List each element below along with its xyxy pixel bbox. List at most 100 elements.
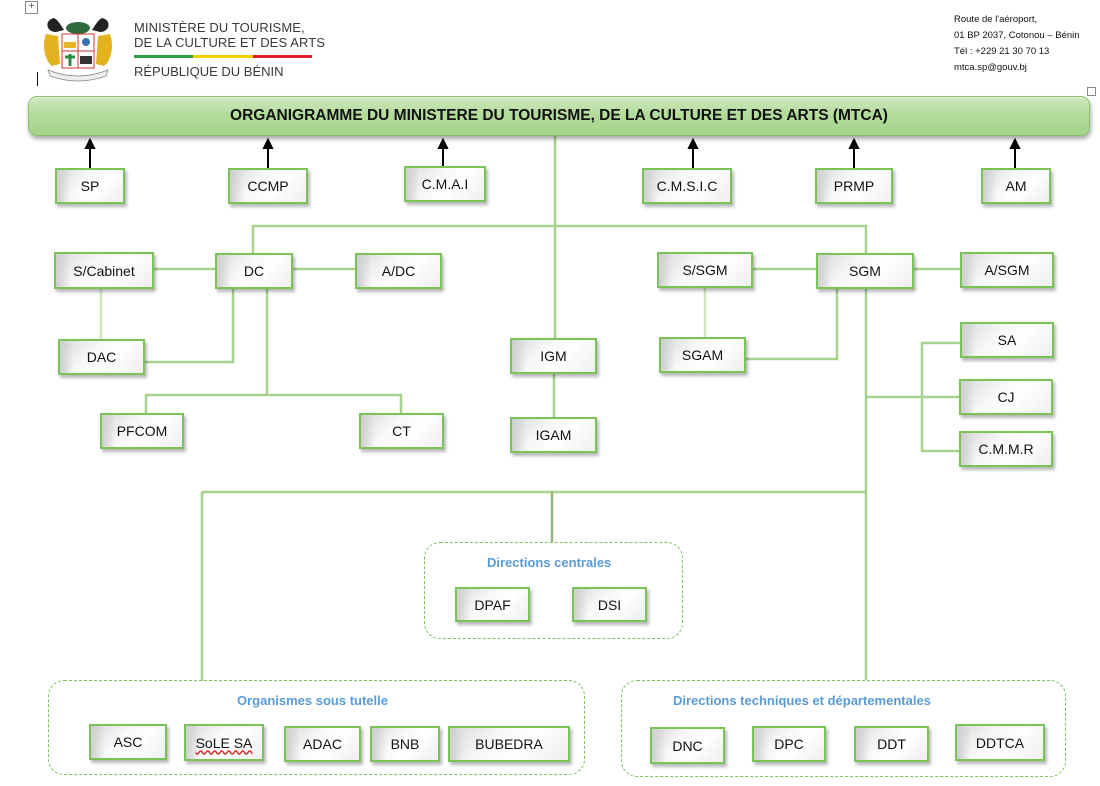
text-cursor — [37, 72, 38, 86]
unit-label: DDTCA — [975, 734, 1025, 751]
unit-box-dpaf[interactable]: DPAF — [455, 587, 530, 622]
unit-label: SGAM — [681, 347, 724, 363]
unit-label: CT — [392, 423, 411, 439]
unit-label: C.M.A.I — [421, 176, 469, 192]
flag-yellow — [193, 55, 253, 58]
flag-red — [252, 55, 312, 58]
unit-label: C.M.S.I.C — [656, 178, 718, 194]
unit-box-a-dc[interactable]: A/DC — [355, 253, 442, 289]
unit-label: DDT — [877, 736, 906, 752]
unit-box-asc[interactable]: ASC — [89, 724, 167, 760]
arrow-head-icon — [437, 137, 449, 149]
group-title-centrales: Directions centrales — [487, 555, 612, 570]
flag-green — [134, 55, 194, 58]
ministry-branding: MINISTÈRE DU TOURISME, DE LA CULTURE ET … — [134, 20, 325, 79]
unit-label: DPAF — [474, 596, 511, 613]
org-chart-title-bar: ORGANIGRAMME DU MINISTERE DU TOURISME, D… — [28, 96, 1090, 136]
unit-box-sa[interactable]: SA — [960, 322, 1054, 358]
group-title-techniques: Directions techniques et départementales — [673, 693, 931, 708]
unit-box-igm[interactable]: IGM — [510, 338, 597, 374]
unit-box-bubedra[interactable]: BUBEDRA — [448, 726, 570, 762]
unit-label: SP — [80, 178, 100, 194]
unit-label: SoLE SA — [195, 734, 253, 751]
unit-label: A/DC — [381, 263, 416, 279]
unit-box-dac[interactable]: DAC — [58, 339, 145, 375]
address-line: 01 BP 2037, Cotonou – Bénin — [954, 30, 1080, 41]
unit-box-ddtca[interactable]: DDTCA — [955, 724, 1045, 761]
unit-label: ADAC — [303, 736, 342, 752]
unit-label: ASC — [113, 734, 143, 750]
phone-line: Tél : +229 21 30 70 13 — [954, 46, 1050, 57]
coat-of-arms-icon — [44, 18, 112, 82]
unit-label: BNB — [390, 736, 420, 752]
unit-box-ct[interactable]: CT — [359, 413, 444, 449]
unit-box-pfcom[interactable]: PFCOM — [100, 413, 184, 449]
unit-box-dsi[interactable]: DSI — [572, 587, 647, 622]
flag-color-bar — [134, 55, 312, 58]
arrow-head-icon — [84, 137, 96, 149]
address-block: Route de l'aéroport, 01 BP 2037, Cotonou… — [954, 12, 1080, 76]
unit-box-dnc[interactable]: DNC — [650, 727, 725, 764]
unit-box-prmp[interactable]: PRMP — [815, 168, 893, 204]
unit-box-cmmr[interactable]: C.M.M.R — [959, 431, 1053, 467]
unit-box-a-sgm[interactable]: A/SGM — [960, 252, 1054, 288]
unit-label: PRMP — [833, 178, 875, 194]
move-handle-icon[interactable]: + — [25, 1, 38, 14]
unit-label: SGM — [849, 263, 881, 279]
ministry-name-line2: DE LA CULTURE ET DES ARTS — [134, 35, 326, 50]
unit-label: BUBEDRA — [475, 736, 543, 752]
unit-box-ccmp[interactable]: CCMP — [228, 168, 308, 204]
unit-label: AM — [1005, 178, 1027, 194]
unit-label: C.M.M.R — [978, 441, 1034, 457]
resize-handle[interactable] — [1087, 87, 1096, 96]
address-line: Route de l'aéroport, — [954, 14, 1038, 25]
unit-box-cj[interactable]: CJ — [959, 379, 1053, 415]
org-chart-title: ORGANIGRAMME DU MINISTERE DU TOURISME, D… — [230, 107, 888, 124]
unit-label: IGM — [540, 348, 567, 364]
unit-box-s-sgm[interactable]: S/SGM — [657, 252, 753, 288]
connector — [251, 224, 868, 253]
unit-box-dpc[interactable]: DPC — [752, 726, 826, 762]
unit-label: CCMP — [247, 178, 289, 194]
unit-box-s-cabinet[interactable]: S/Cabinet — [54, 252, 154, 289]
unit-box-bnb[interactable]: BNB — [370, 726, 440, 762]
unit-label: DC — [243, 263, 265, 279]
unit-label: CJ — [997, 389, 1015, 405]
unit-label: DPC — [774, 736, 804, 752]
unit-label: A/SGM — [984, 262, 1030, 278]
unit-label: DSI — [597, 596, 622, 613]
arrow-head-icon — [262, 137, 274, 149]
group-directions-centrales — [424, 542, 683, 639]
unit-label: SA — [997, 332, 1017, 348]
connector — [145, 289, 235, 364]
email-line: mtca.sp@gouv.bj — [954, 62, 1027, 73]
unit-label: PFCOM — [116, 423, 168, 439]
unit-box-sgam[interactable]: SGAM — [659, 337, 746, 373]
unit-box-ddt[interactable]: DDT — [854, 726, 929, 762]
arrow-head-icon — [687, 137, 699, 149]
unit-label: DNC — [672, 737, 703, 754]
unit-box-igam[interactable]: IGAM — [510, 417, 597, 453]
group-directions-techniques — [621, 680, 1066, 777]
unit-box-cmai[interactable]: C.M.A.I — [404, 166, 486, 202]
connector — [144, 393, 403, 413]
unit-box-cmsic[interactable]: C.M.S.I.C — [642, 168, 732, 204]
unit-box-sp[interactable]: SP — [55, 168, 125, 204]
group-organismes-sous-tutelle — [48, 680, 585, 775]
unit-box-sgm[interactable]: SGM — [816, 253, 914, 289]
connector — [920, 341, 961, 453]
unit-label: IGAM — [535, 427, 572, 443]
arrow-head-icon — [1009, 137, 1021, 149]
unit-label: S/Cabinet — [73, 262, 135, 279]
unit-box-sole-sa[interactable]: SoLE SA — [184, 724, 264, 761]
unit-label: S/SGM — [682, 262, 728, 278]
connector — [745, 288, 839, 361]
republic-name: RÉPUBLIQUE DU BÉNIN — [134, 64, 284, 79]
unit-box-dc[interactable]: DC — [215, 253, 293, 289]
unit-label: DAC — [86, 349, 117, 365]
group-title-tutelle: Organismes sous tutelle — [237, 693, 388, 708]
unit-box-adac[interactable]: ADAC — [284, 726, 361, 762]
ministry-name-line1: MINISTÈRE DU TOURISME, — [134, 20, 305, 35]
unit-box-am[interactable]: AM — [981, 168, 1051, 204]
